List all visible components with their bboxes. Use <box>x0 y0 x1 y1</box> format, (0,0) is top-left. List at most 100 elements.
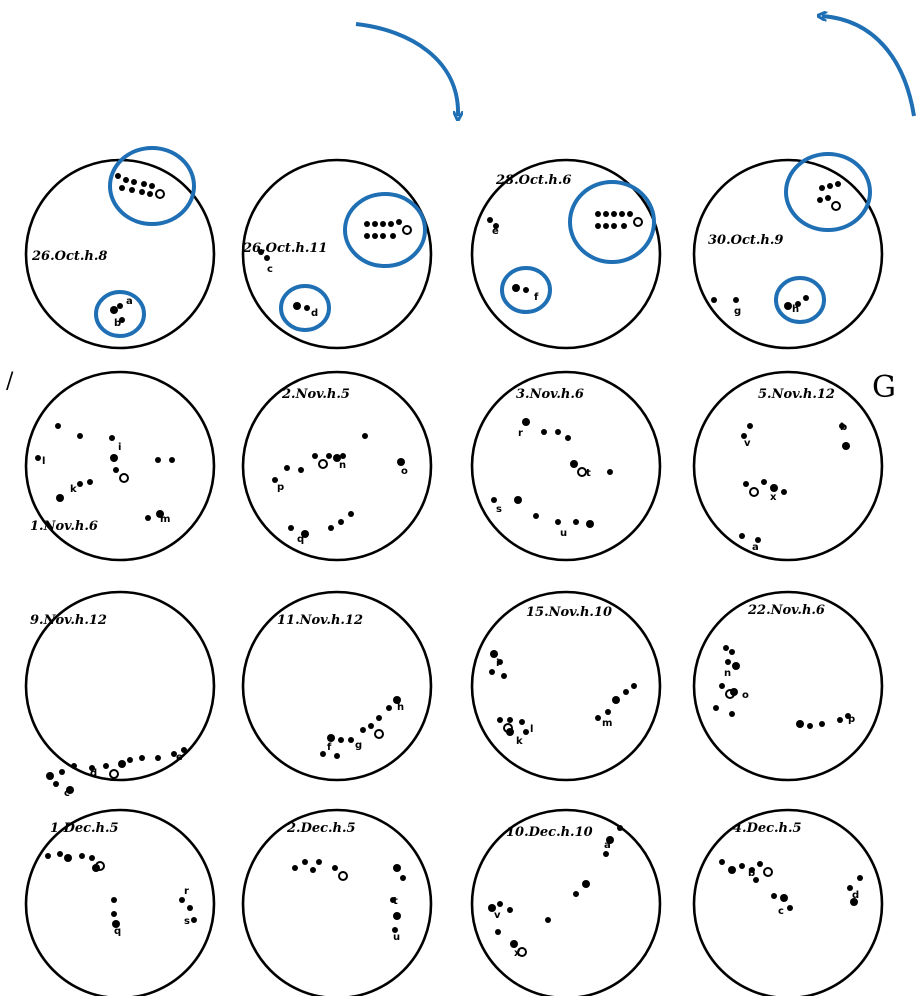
field-of-view-circle <box>470 158 662 350</box>
star-mark <box>112 920 120 928</box>
star-mark <box>817 197 823 203</box>
star-mark <box>340 453 346 459</box>
field-of-view-circle <box>241 808 433 996</box>
star-letter: l <box>42 456 45 467</box>
observation-circle: 26.Oct.h.11 c d <box>241 158 433 350</box>
star-mark <box>372 233 378 239</box>
star-mark <box>179 897 185 903</box>
moon-mark <box>119 473 129 483</box>
star-letter: i <box>118 442 121 453</box>
star-letter: x <box>514 948 521 959</box>
star-mark <box>507 907 513 913</box>
star-letter: v <box>494 910 501 921</box>
star-mark <box>284 465 290 471</box>
right-margin-mark: G <box>872 370 896 405</box>
highlight-ellipse <box>108 146 196 226</box>
star-mark <box>711 297 717 303</box>
star-mark <box>761 479 767 485</box>
star-mark <box>326 453 332 459</box>
star-mark <box>495 929 501 935</box>
observation-date-label: 22.Nov.h.6 <box>747 603 825 618</box>
moon-mark <box>374 729 384 739</box>
star-letter: c <box>267 264 273 275</box>
star-mark <box>400 875 406 881</box>
star-mark <box>631 683 637 689</box>
moon-mark <box>155 189 165 199</box>
observation-circle: 26.Oct.h.8ab <box>24 158 216 350</box>
star-letter: c <box>64 788 70 799</box>
star-mark <box>77 481 83 487</box>
star-mark <box>258 249 264 255</box>
star-mark <box>123 177 129 183</box>
star-mark <box>187 905 193 911</box>
star-mark <box>156 510 164 518</box>
star-mark <box>388 221 394 227</box>
observation-date-label: 28.Oct.h.6 <box>495 173 571 188</box>
curved-arrow-icon <box>355 22 458 116</box>
star-mark <box>301 530 309 538</box>
field-of-view-circle <box>24 808 216 996</box>
star-mark <box>368 723 374 729</box>
star-mark <box>393 912 401 920</box>
star-mark <box>501 673 507 679</box>
star-mark <box>89 765 95 771</box>
star-letter: h <box>397 702 404 713</box>
star-mark <box>77 433 83 439</box>
star-mark <box>169 457 175 463</box>
star-mark <box>103 763 109 769</box>
star-mark <box>131 179 137 185</box>
star-letter: p <box>277 482 284 493</box>
star-mark <box>573 519 579 525</box>
observation-date-label: 26.Oct.h.11 <box>242 241 327 256</box>
star-mark <box>155 755 161 761</box>
star-letter: g <box>734 306 741 317</box>
star-mark <box>807 723 813 729</box>
star-letter: d <box>852 890 859 901</box>
star-letter: u <box>393 932 400 943</box>
star-mark <box>497 717 503 723</box>
star-mark <box>145 515 151 521</box>
star-mark <box>360 727 366 733</box>
field-of-view-circle <box>241 590 433 782</box>
star-letter: f <box>327 742 332 753</box>
star-letter: m <box>160 514 170 525</box>
observation-date-label: 26.Oct.h.8 <box>31 249 107 264</box>
star-mark <box>842 442 850 450</box>
field-of-view-circle <box>692 158 884 350</box>
observation-date-label: 15.Nov.h.10 <box>526 605 612 620</box>
star-mark <box>770 484 778 492</box>
star-mark <box>803 295 809 301</box>
star-letter: b <box>840 422 847 433</box>
star-letter: u <box>560 528 567 539</box>
star-letter: a <box>126 296 133 307</box>
star-mark <box>713 705 719 711</box>
star-mark <box>393 864 401 872</box>
star-mark <box>732 662 740 670</box>
star-letter: k <box>70 484 77 495</box>
observation-date-label: 10.Dec.h.10 <box>506 825 593 840</box>
curved-arrow-icon <box>822 16 916 117</box>
star-mark <box>390 897 396 903</box>
star-mark <box>320 751 326 757</box>
star-mark <box>739 533 745 539</box>
star-mark <box>533 513 539 519</box>
star-letter: d <box>311 308 318 319</box>
star-mark <box>55 423 61 429</box>
star-mark <box>837 717 843 723</box>
star-mark <box>147 191 153 197</box>
star-mark <box>491 497 497 503</box>
field-of-view-circle <box>24 370 216 562</box>
highlight-ellipse <box>774 276 826 324</box>
star-letter: t <box>393 896 398 907</box>
observation-circle: 2.Dec.h.5tu <box>241 808 433 996</box>
star-mark <box>586 520 594 528</box>
star-mark <box>489 669 495 675</box>
star-mark <box>57 851 63 857</box>
